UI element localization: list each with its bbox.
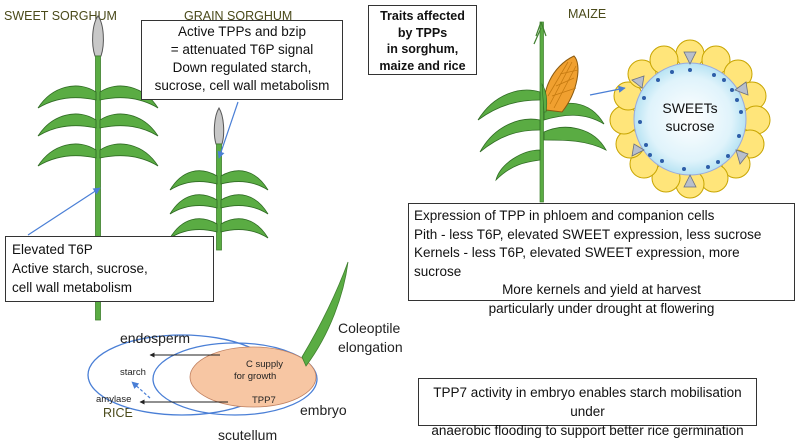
- rice-box-line: anaerobic flooding to support better ric…: [431, 423, 744, 438]
- rice-box: TPP7 activity in embryo enables starch m…: [418, 378, 757, 438]
- label-for-growth: for growth: [234, 371, 277, 382]
- scutellum-outline: [152, 342, 318, 416]
- sweet-sorghum-leaves: [37, 85, 159, 167]
- traits-box-line: by TPPs: [397, 25, 448, 40]
- label-tpp7: TPP7: [252, 395, 276, 406]
- coleoptile-shape: [301, 261, 349, 367]
- sweet-box-line: Active starch, sucrose,: [12, 261, 148, 276]
- maize-box-line: particularly under drought at flowering: [488, 300, 715, 316]
- arrow-sweet-box-to-stem: [27, 187, 101, 236]
- label-scutellum: scutellum: [218, 427, 278, 443]
- sweet-box-line: Elevated T6P: [12, 242, 93, 257]
- title-sweet-sorghum: SWEET SORGHUM: [4, 9, 117, 23]
- sweet-box-line: cell wall metabolism: [12, 280, 133, 295]
- kernel-ring: [609, 39, 771, 199]
- grain-box-line: = attenuated T6P signal: [170, 42, 314, 57]
- rice-box-line: TPP7 activity in embryo enables starch m…: [433, 385, 742, 419]
- kernel-cell: SWEETs sucrose: [609, 39, 771, 199]
- grain-box-line: Active TPPs and bzip: [177, 24, 307, 39]
- label-endosperm: endosperm: [120, 330, 191, 346]
- kernel-cell-sucrose: sucrose: [665, 118, 714, 134]
- title-rice: RICE: [103, 406, 133, 420]
- maize-stem: [539, 21, 544, 203]
- maize-box: Expression of TPP in phloem and companio…: [408, 203, 795, 316]
- maize-box-line: Kernels - less T6P, elevated SWEET expre…: [414, 245, 740, 279]
- label-c-supply: C supply: [246, 359, 283, 370]
- grain-box-line: sucrose, cell wall metabolism: [154, 78, 330, 93]
- amylase-starch-arrow: [131, 381, 151, 399]
- maize-tassel: [533, 21, 547, 45]
- label-coleoptile: Coleoptile: [338, 320, 401, 336]
- maize-box-line: Expression of TPP in phloem and companio…: [414, 208, 715, 223]
- maize-plant: [477, 21, 607, 203]
- sweet-sorghum-box: Elevated T6P Active starch, sucrose, cel…: [5, 236, 214, 302]
- traits-box: Traits affected by TPPs in sorghum, maiz…: [368, 5, 477, 75]
- label-embryo: embryo: [300, 402, 347, 418]
- grain-sorghum-panicle: [213, 107, 225, 145]
- sucrose-dots: [638, 68, 743, 171]
- grain-box-line: Down regulated starch,: [172, 60, 312, 75]
- maize-cob: [541, 55, 579, 113]
- traits-box-line: in sorghum,: [386, 42, 459, 56]
- arrow-grain-box-to-stem: [217, 101, 239, 159]
- grain-sorghum-plant: [169, 107, 269, 251]
- kernel-cell-sweets: SWEETs: [662, 100, 717, 116]
- grain-sorghum-leaves: [169, 170, 269, 239]
- grain-sorghum-box: Active TPPs and bzip = attenuated T6P si…: [141, 20, 343, 100]
- rice-seed: [87, 261, 349, 416]
- arrow-cob-to-cell: [589, 85, 626, 96]
- embryo-shape: [189, 346, 317, 408]
- maize-box-line: More kernels and yield at harvest: [502, 282, 701, 297]
- title-grain-sorghum: GRAIN SORGHUM: [184, 9, 292, 23]
- maize-box-line: Pith - less T6P, elevated SWEET expressi…: [414, 226, 762, 242]
- label-starch: starch: [120, 367, 146, 378]
- sweet-transporters: [631, 51, 749, 188]
- title-maize: MAIZE: [568, 7, 606, 21]
- traits-box-line: Traits affected: [380, 9, 465, 23]
- label-amylase: amylase: [96, 394, 132, 405]
- grain-sorghum-stem: [216, 143, 222, 251]
- label-elongation: elongation: [338, 339, 403, 355]
- traits-box-line: maize and rice: [379, 58, 466, 73]
